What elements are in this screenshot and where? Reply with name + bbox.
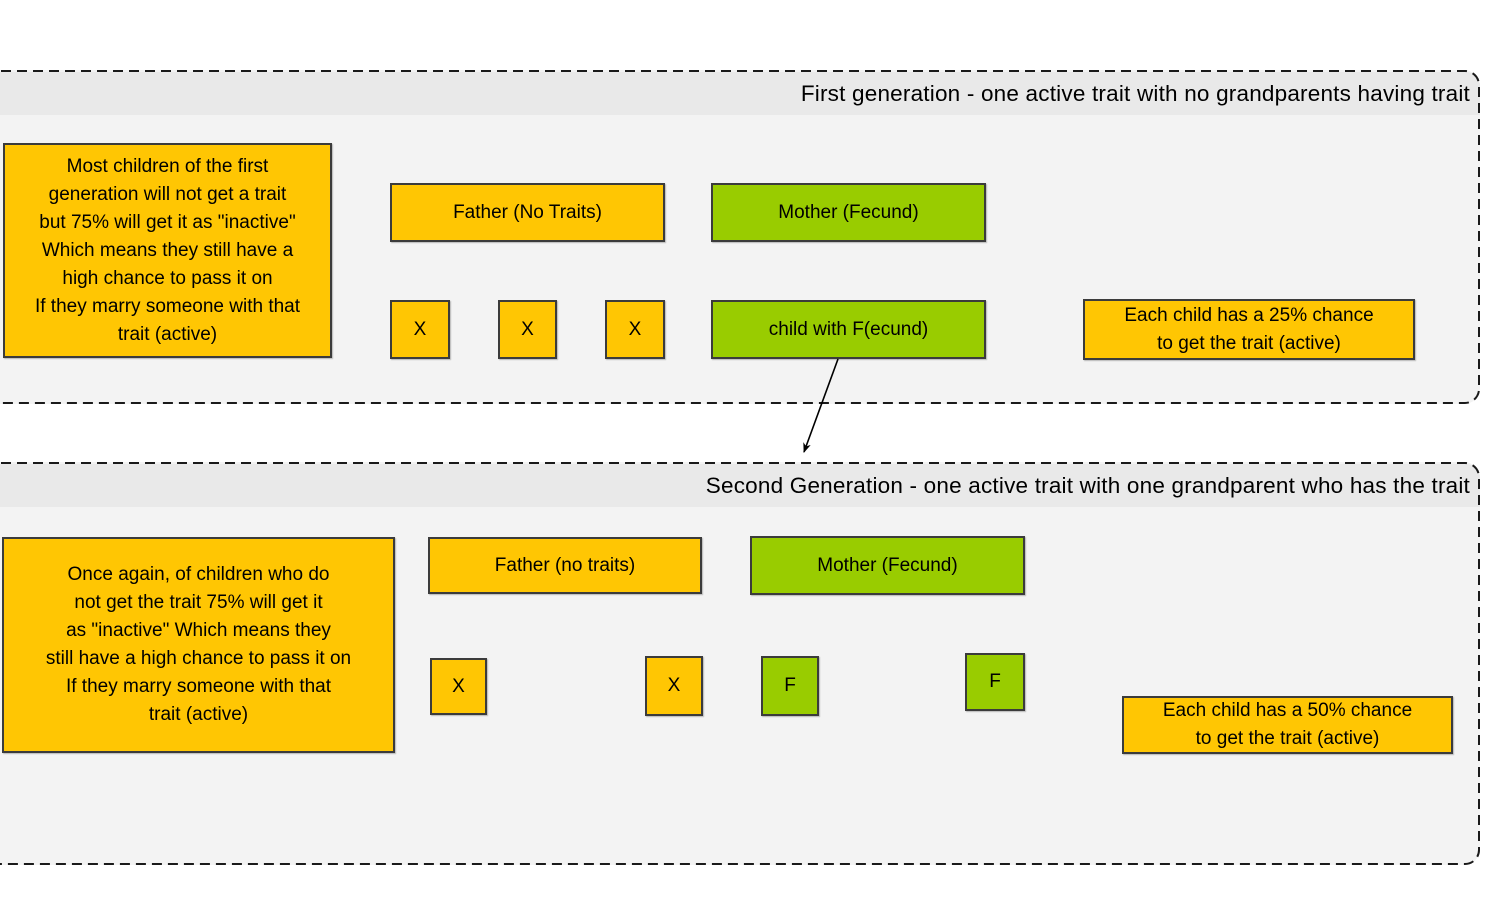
section-second-generation-title: Second Generation - one active trait wit… xyxy=(705,472,1470,498)
note-second-generation-explanation: Once again, of children who do not get t… xyxy=(2,537,395,753)
child-no-trait-box-gen2-1: X xyxy=(430,658,487,715)
child-with-trait-box-gen2-1: F xyxy=(761,656,819,716)
mother-box-gen1: Mother (Fecund) xyxy=(711,183,986,242)
child-no-trait-box-gen1-1: X xyxy=(390,300,450,359)
section-first-generation-header: First generation - one active trait with… xyxy=(0,72,1480,115)
note-first-generation-explanation: Most children of the first generation wi… xyxy=(3,143,332,358)
child-with-trait-box-gen1: child with F(ecund) xyxy=(711,300,986,359)
father-box-gen2: Father (no traits) xyxy=(428,537,702,594)
child-no-trait-box-gen2-2: X xyxy=(645,656,703,716)
note-chance-gen2: Each child has a 50% chance to get the t… xyxy=(1122,696,1453,754)
child-no-trait-box-gen1-3: X xyxy=(605,300,665,359)
father-box-gen1: Father (No Traits) xyxy=(390,183,665,242)
child-no-trait-box-gen1-2: X xyxy=(498,300,557,359)
section-second-generation-header: Second Generation - one active trait wit… xyxy=(0,464,1480,507)
section-first-generation-title: First generation - one active trait with… xyxy=(800,80,1470,106)
note-chance-gen1: Each child has a 25% chance to get the t… xyxy=(1083,299,1415,360)
mother-box-gen2: Mother (Fecund) xyxy=(750,536,1025,595)
child-with-trait-box-gen2-2: F xyxy=(965,653,1025,711)
